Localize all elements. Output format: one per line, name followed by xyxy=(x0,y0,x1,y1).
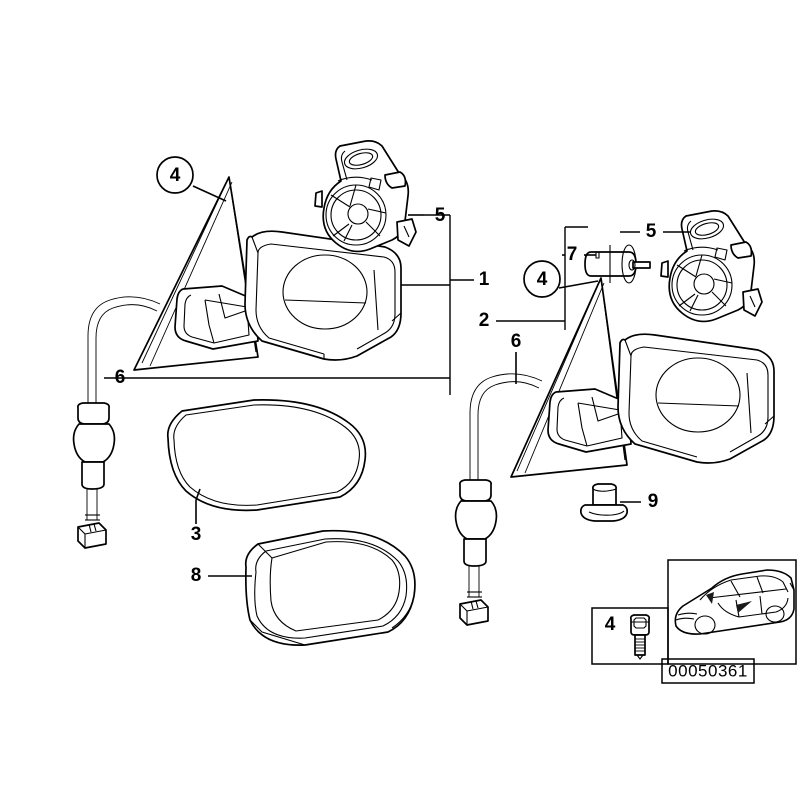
callout-label-9: 9 xyxy=(648,491,659,512)
callout-label-5-left: 5 xyxy=(435,205,446,226)
callout-label-4-left: 4 xyxy=(170,165,181,186)
leader-lines xyxy=(104,185,690,577)
vehicle-silhouette xyxy=(674,569,795,635)
callout-label-4-right: 4 xyxy=(537,269,548,290)
callout-label-2: 2 xyxy=(479,310,490,331)
callout-labels: 4 5 1 2 6 6 4 7 5 3 8 9 4 xyxy=(115,165,659,635)
wiring-harness-right xyxy=(454,373,543,626)
callout-label-1: 1 xyxy=(479,269,490,290)
callout-label-7: 7 xyxy=(567,244,578,265)
callout-label-6-right: 6 xyxy=(511,331,522,352)
callout-label-6-left: 6 xyxy=(115,367,126,388)
callout-label-8: 8 xyxy=(191,565,202,586)
mirror-assembly-left xyxy=(133,176,402,371)
mirror-housing-frame xyxy=(244,529,416,646)
mirror-base-right xyxy=(547,388,632,453)
callout-circle-4-right xyxy=(523,260,561,298)
mirror-head-right xyxy=(617,333,775,464)
mirror-glass xyxy=(166,399,367,512)
mirror-head-left xyxy=(244,230,402,361)
mounting-bolt-icon xyxy=(629,614,651,660)
mirror-base-left xyxy=(174,285,259,350)
callout-circles xyxy=(156,156,561,298)
vehicle-location-inset xyxy=(591,559,797,684)
part-number-label: 00050361 xyxy=(668,661,748,680)
mirror-assembly-right xyxy=(510,277,775,478)
mirror-actuator-right xyxy=(660,210,763,323)
callout-circle-4-left xyxy=(156,156,194,194)
callout-label-4-inset: 4 xyxy=(605,614,616,635)
callout-label-3: 3 xyxy=(191,524,202,545)
electric-motor xyxy=(584,244,651,284)
grommet-plug xyxy=(579,483,629,522)
wiring-harness-left xyxy=(72,296,161,549)
callout-label-5-right: 5 xyxy=(646,221,657,242)
mirror-actuator-left xyxy=(314,140,417,253)
